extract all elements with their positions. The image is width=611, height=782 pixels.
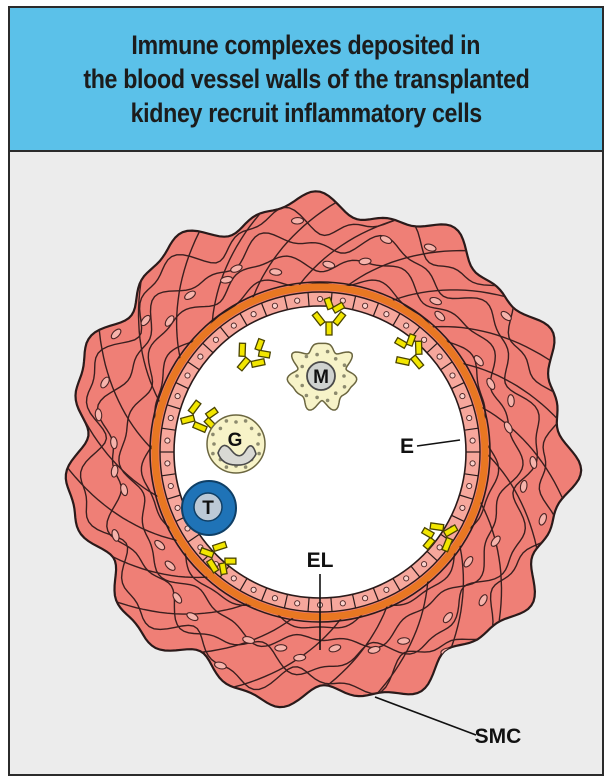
figure-frame: Immune complexes deposited in the blood … — [8, 6, 604, 776]
endothelium-label: E — [400, 435, 414, 458]
macrophage-label: M — [313, 367, 329, 388]
title-line-2: the blood vessel walls of the transplant… — [83, 62, 529, 96]
title-line-1: Immune complexes deposited in — [132, 28, 481, 62]
title-banner: Immune complexes deposited in the blood … — [10, 8, 602, 152]
vessel-diagram-area: M G T E EL SMC — [10, 152, 602, 774]
t-cell-label: T — [202, 498, 214, 519]
t-cell-icon: T — [182, 481, 236, 535]
granulocyte-icon: G — [207, 415, 265, 473]
title-line-3: kidney recruit inflammatory cells — [130, 96, 481, 130]
vessel-cross-section: M G T E EL SMC — [10, 152, 604, 776]
smooth-muscle-label: SMC — [475, 725, 522, 748]
elastic-lamina-label: EL — [307, 549, 334, 572]
smooth-muscle-leader-line — [375, 697, 476, 735]
granulocyte-label: G — [228, 430, 243, 451]
